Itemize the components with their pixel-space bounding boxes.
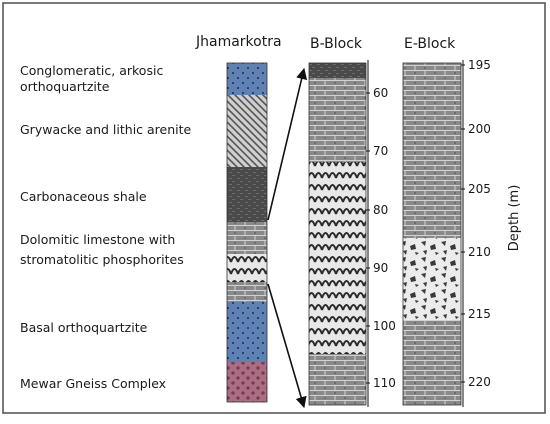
layer-dolomitic-limestone-upper [227,222,267,254]
e-tick-label: 205 [468,182,491,196]
b-tick-label: 100 [373,319,396,333]
b-tick-label: 80 [373,203,388,217]
jhamarkotra-outline [226,62,268,403]
layer-mewar-gneiss [227,362,267,402]
legend-dolomitic-line1: Dolomitic limestone with [20,232,175,247]
e-tick-label: 215 [468,307,491,321]
connector-arrow-top [267,67,308,221]
e-block-axis: 195 200 205 210 215 220 [461,58,491,407]
layer-carbonaceous-shale [227,167,267,222]
e-block-outline [402,62,462,406]
b-block-axis: 60 70 80 90 100 110 [366,60,396,407]
legend-greywacke: Grywacke and lithic arenite [20,122,192,137]
legend-conglomerate-line1: Conglomeratic, arkosic [20,63,163,78]
e-tick-label: 195 [468,58,491,72]
layer-greywacke [227,95,267,167]
e-tick-label: 220 [468,375,491,389]
b-layer-limestone-upper [309,78,366,162]
b-tick-label: 60 [373,86,388,100]
jhamarkotra-column [226,62,268,403]
b-block-title: B-Block [310,36,363,52]
legend-conglomerate-line2: orthoquartzite [20,79,110,94]
e-tick-label: 200 [468,122,491,136]
e-block-column [402,62,462,406]
b-layer-top-shale [309,63,366,78]
layer-stromatolitic-phosphorite [227,254,267,282]
legend-basal-orthoquartzite: Basal orthoquartzite [20,320,148,335]
b-tick-label: 90 [373,261,388,275]
b-layer-stromatolitic [309,162,366,354]
b-layer-limestone-lower [309,354,366,405]
layer-basal-orthoquartzite [227,302,267,362]
e-layer-limestone-upper [403,63,461,238]
depth-axis-title: Depth (m) [507,185,522,252]
b-block-column [308,62,367,406]
legend-carbonaceous-shale: Carbonaceous shale [20,189,147,204]
b-block-outline [308,62,367,406]
jhamarkotra-title: Jhamarkotra [195,34,282,50]
legend-dolomitic-line2: stromatolitic phosphorites [20,252,184,267]
e-layer-limestone-lower [403,320,461,405]
e-layer-phosphorite [403,238,461,320]
e-tick-label: 210 [468,245,491,259]
layer-conglomerate [227,63,267,95]
connector-arrow-bottom [267,283,307,409]
b-tick-label: 70 [373,144,388,158]
legend-mewar-gneiss: Mewar Gneiss Complex [20,376,166,391]
layer-dolomitic-limestone-lower [227,282,267,302]
b-tick-label: 110 [373,376,396,390]
e-block-title: E-Block [404,36,456,52]
